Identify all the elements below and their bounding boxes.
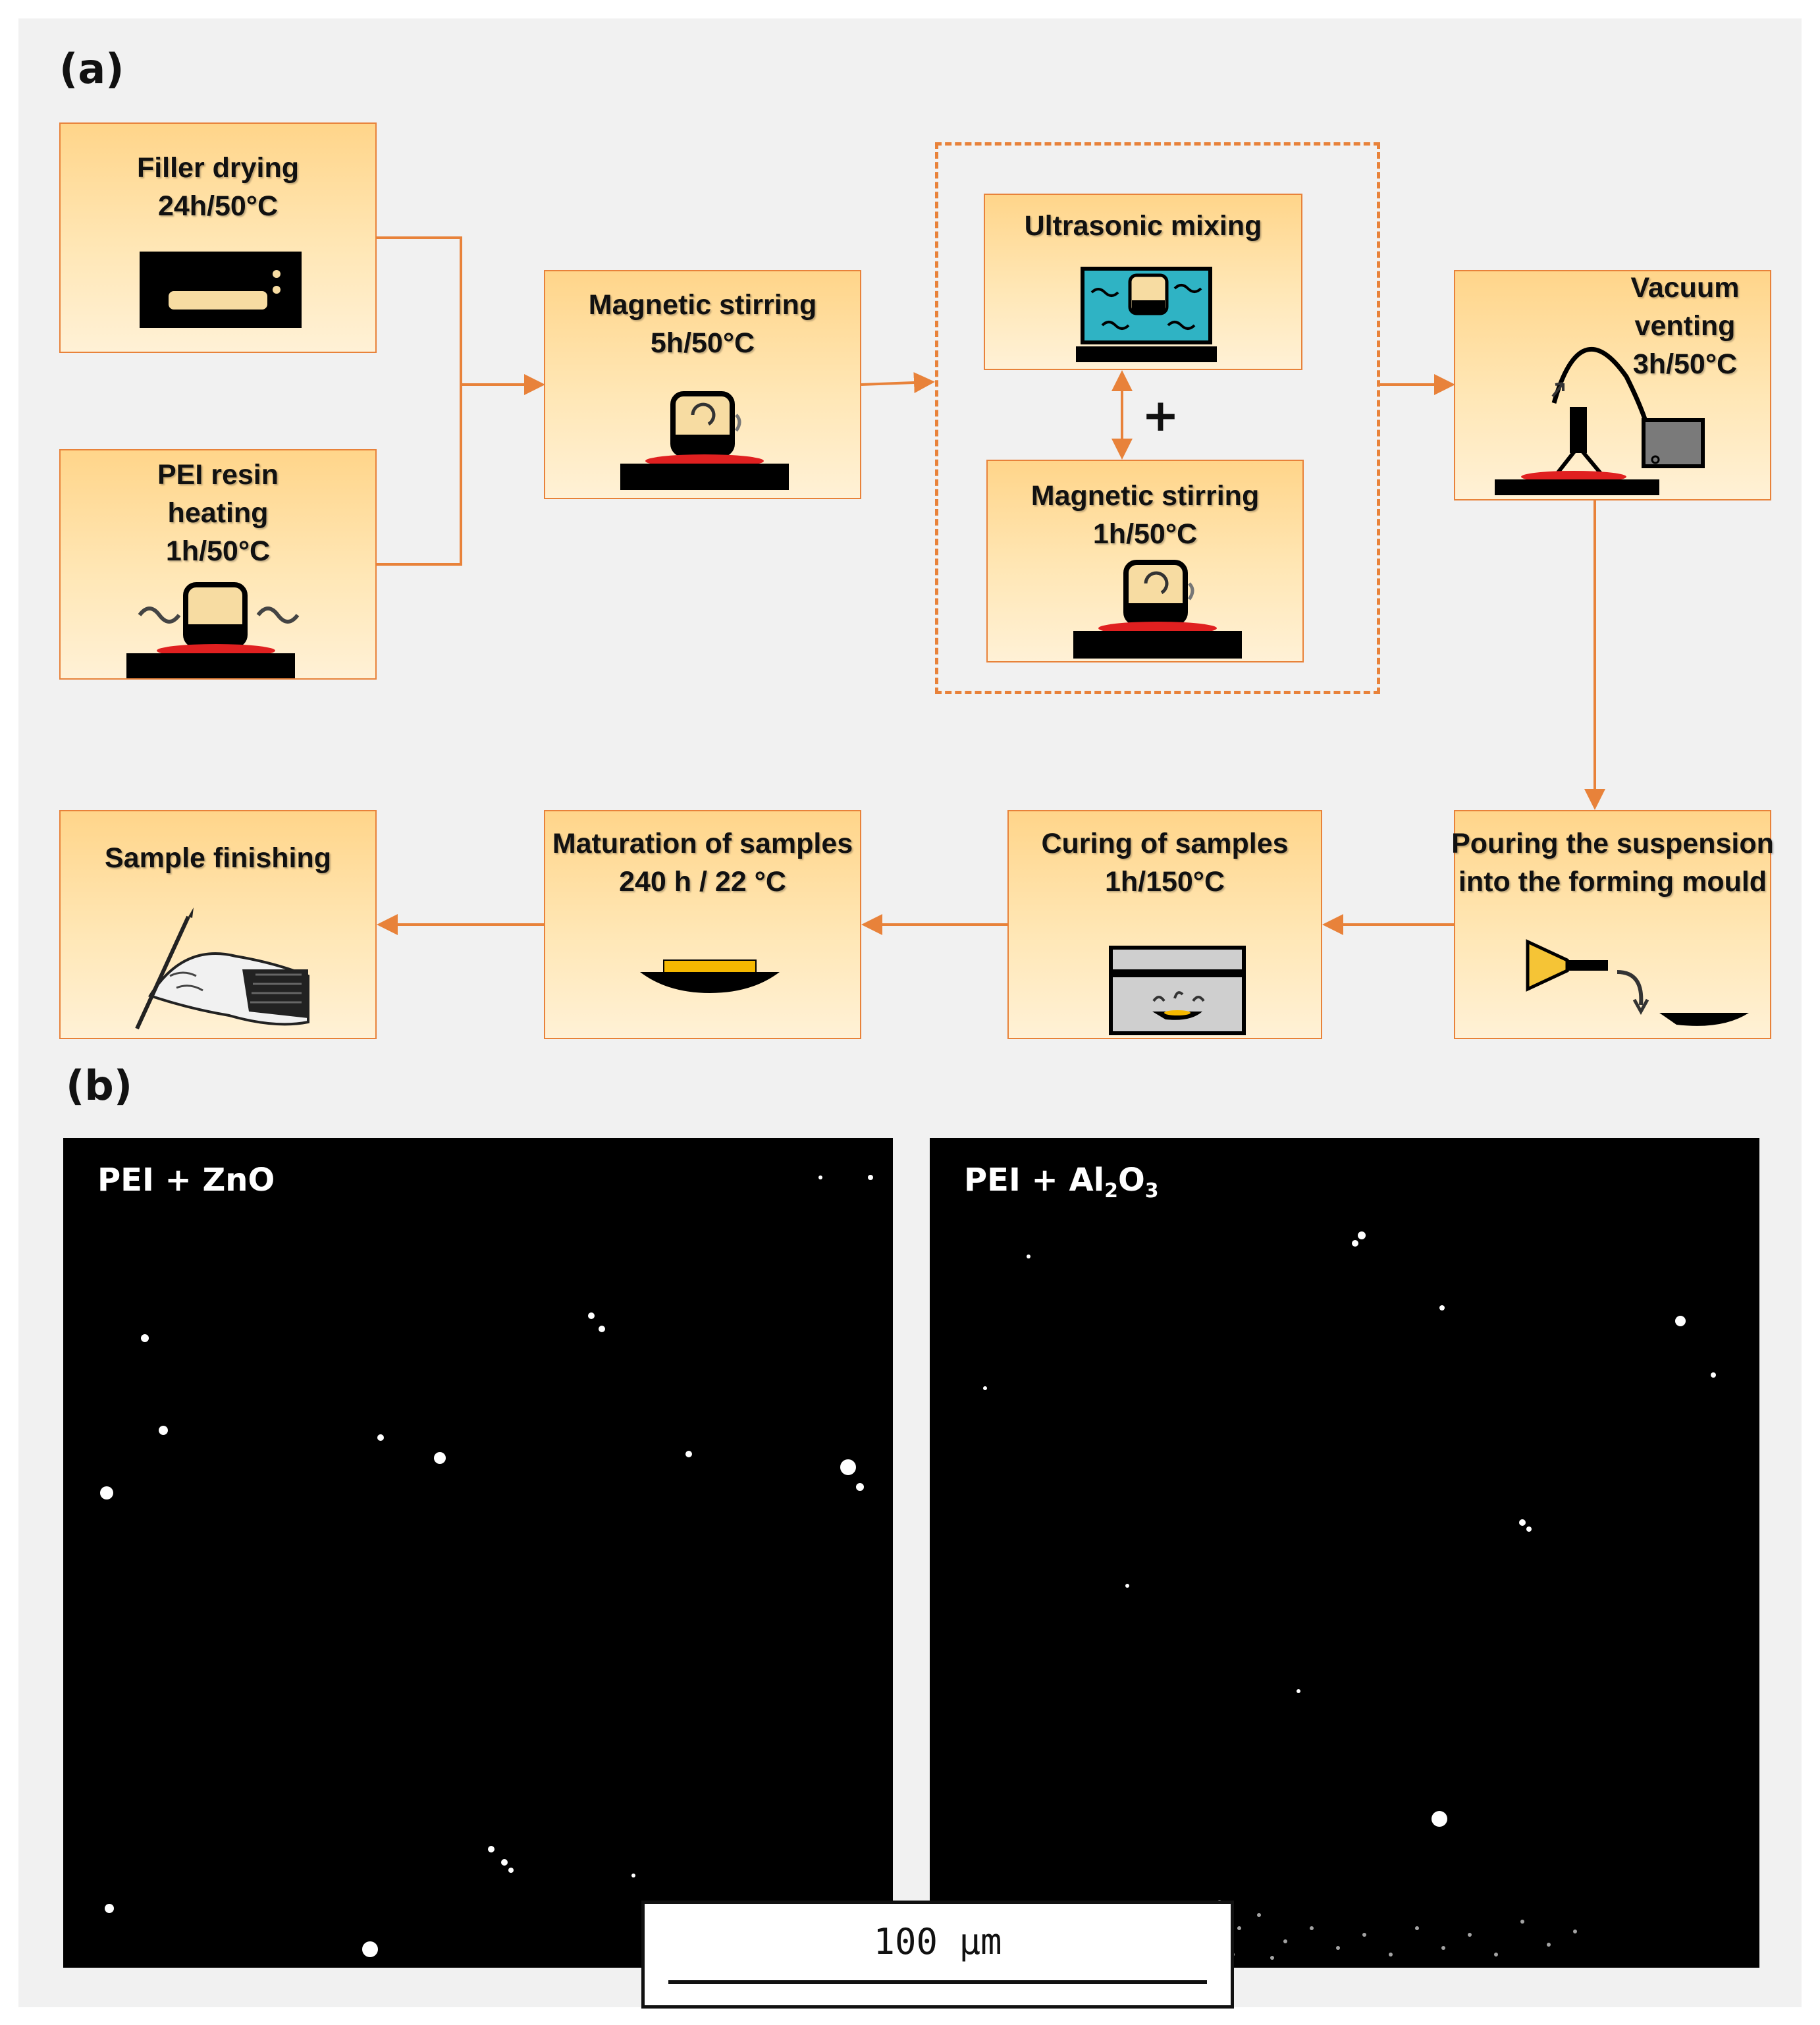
scale-bar-label: 100 µm [873, 1921, 1002, 1962]
step-title: Maturation of samples [552, 828, 853, 859]
panel-a-label: (a) [59, 45, 124, 93]
cured-sample-icon [640, 959, 780, 993]
heated-beaker-icon [126, 582, 300, 678]
step-title: Ultrasonic mixing [1024, 210, 1262, 242]
drying-oven-icon [140, 252, 302, 328]
scale-bar: 100 µm [641, 1901, 1234, 2009]
step-title-line1: Vacuum [1630, 272, 1740, 304]
sem-title-text: PEI + ZnO [97, 1162, 275, 1199]
step-condition: 24h/50°C [157, 190, 279, 222]
step-magnetic-stirring-2: Magnetic stirring 1h/50°C [986, 460, 1304, 662]
step-pouring: Pouring the suspension into the forming … [1451, 810, 1774, 1039]
scale-bar-line [668, 1980, 1207, 1984]
step-vacuum-venting: Vacuum venting 3h/50°C [1454, 270, 1771, 500]
ultrasonic-bath-icon [1076, 267, 1217, 362]
step-title: Curing of samples [1041, 828, 1289, 859]
figure-canvas: (a) (b) Filler drying 24h/50°C PEI resin… [18, 18, 1802, 2009]
curing-oven-icon [1109, 946, 1246, 1035]
sem-particles [983, 1231, 1716, 1960]
sem-image-pei-zno: PEI + ZnO [63, 1138, 893, 1968]
step-title-line2: into the forming mould [1458, 866, 1767, 898]
sem-image-pei-al2o3: PEI + Al2O3 [930, 1138, 1759, 1968]
step-filler-drying: Filler drying 24h/50°C [59, 122, 377, 353]
step-condition: 1h/50°C [165, 535, 271, 567]
sem-title-text-o: O [1117, 1162, 1145, 1199]
combined-mixing-group [935, 142, 1380, 694]
sem-title-subscript-2: 2 [1104, 1179, 1118, 1202]
step-title: Magnetic stirring [588, 289, 817, 321]
step-title-line1: Pouring the suspension [1451, 828, 1774, 859]
sem-title-text: PEI + Al [964, 1162, 1105, 1199]
step-title-line1: PEI resin [157, 459, 279, 491]
step-title-line2: venting [1634, 310, 1736, 342]
sem-particles [100, 1175, 873, 1957]
step-condition: 5h/50°C [650, 327, 755, 359]
step-magnetic-stirring-1: Magnetic stirring 5h/50°C [544, 270, 861, 499]
plus-sign: + [1142, 390, 1179, 442]
vacuum-apparatus-icon [1495, 346, 1705, 495]
panel-b-label: (b) [66, 1062, 133, 1110]
magnetic-stirrer-icon [1073, 560, 1242, 659]
step-ultrasonic-mixing: Ultrasonic mixing [984, 194, 1302, 370]
hand-with-scalpel-icon [135, 907, 309, 1030]
pouring-icon [1526, 939, 1749, 1026]
step-title: Filler drying [136, 152, 300, 184]
sem-title-left: PEI + ZnO [97, 1162, 275, 1199]
step-pei-resin-heating: PEI resin heating 1h/50°C [59, 449, 377, 680]
step-title-line2: heating [167, 497, 269, 529]
arrow-to-mixing-group [861, 372, 935, 394]
magnetic-stirrer-icon [620, 391, 789, 490]
step-title: Magnetic stirring [1030, 480, 1260, 512]
step-condition: 1h/50°C [1092, 518, 1198, 550]
step-title: Sample finishing [104, 842, 332, 874]
step-maturation: Maturation of samples 240 h / 22 °C [544, 810, 861, 1039]
sem-title-right: PEI + Al2O3 [964, 1162, 1159, 1202]
step-sample-finishing: Sample finishing [59, 810, 377, 1039]
step-condition: 3h/50°C [1632, 348, 1738, 380]
step-condition: 240 h / 22 °C [619, 866, 786, 898]
step-condition: 1h/150°C [1104, 866, 1225, 898]
flow-arrows [377, 236, 1605, 935]
merge-connector [377, 236, 462, 566]
step-curing: Curing of samples 1h/150°C [1007, 810, 1322, 1039]
sem-title-subscript-3: 3 [1144, 1179, 1159, 1202]
